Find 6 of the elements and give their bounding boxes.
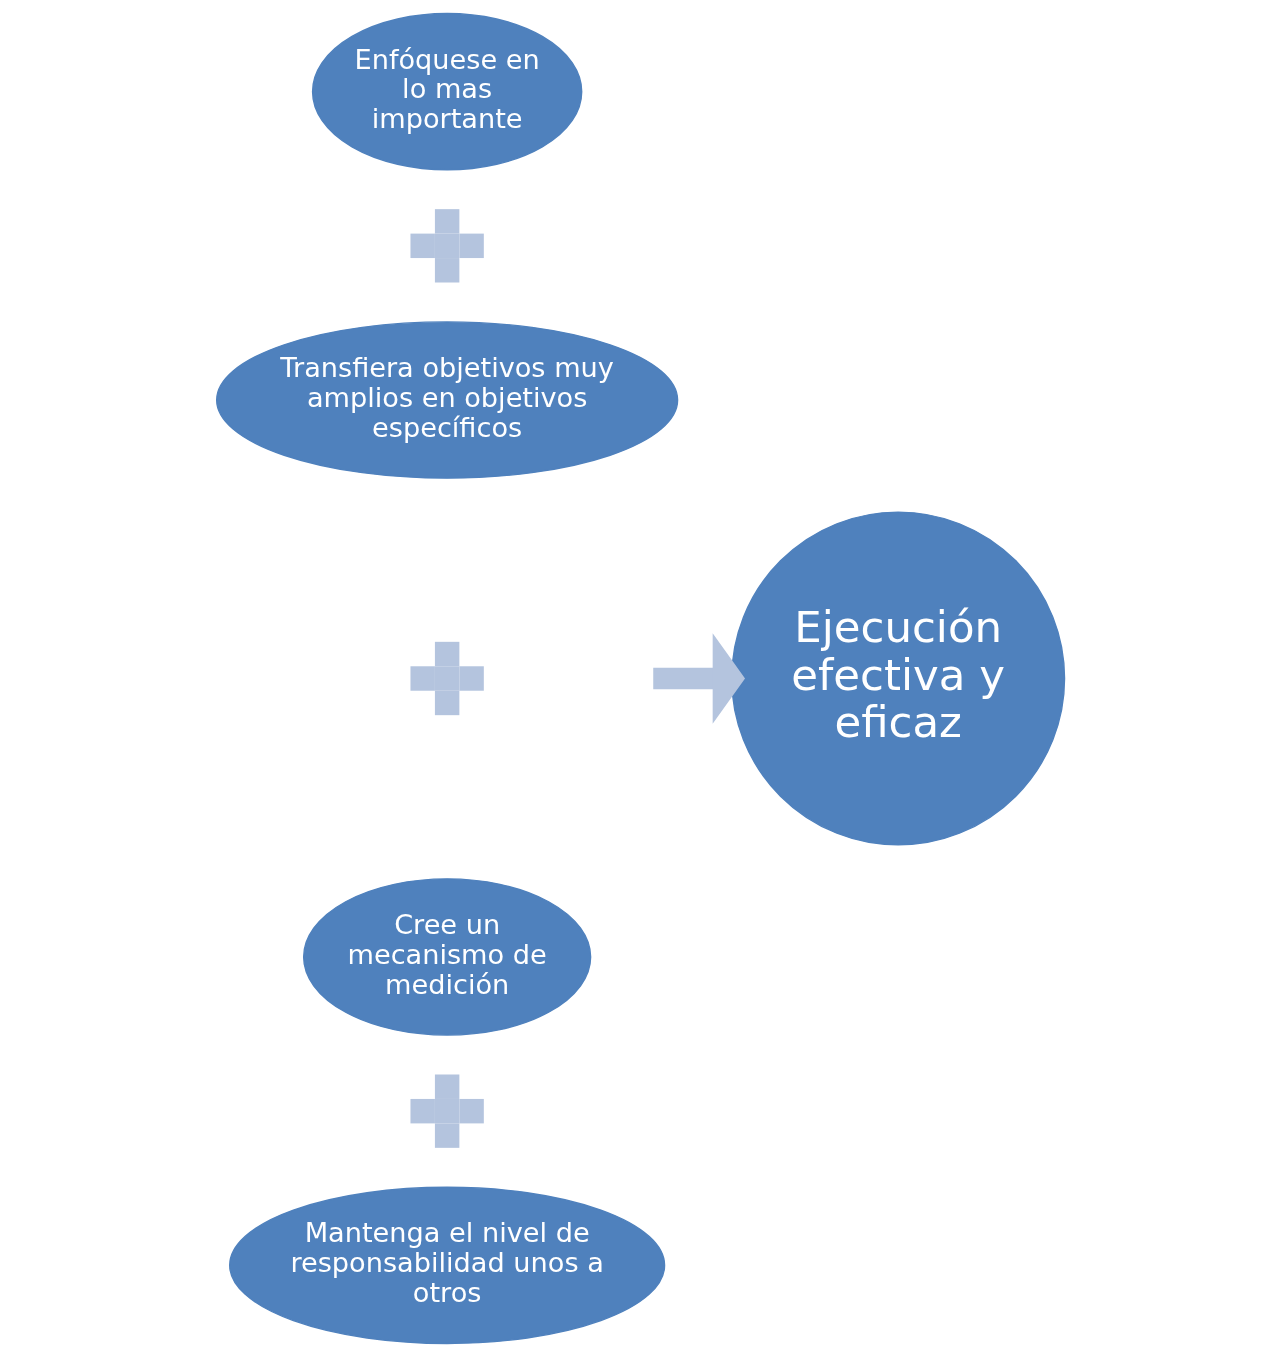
node-circle: Ejecución efectiva y eficaz — [731, 511, 1066, 846]
node-ellipse: Enfóquese en lo mas importante — [311, 12, 583, 171]
arrow — [653, 633, 746, 724]
node-ellipse: Transfiera objetivos muy amplios en objetivos específicos — [216, 321, 679, 479]
node-ellipse: Mantenga el nivel de responsabilidad unos a otros — [229, 1186, 666, 1345]
node-ellipse: Cree un mecanismo de medición — [302, 878, 592, 1036]
